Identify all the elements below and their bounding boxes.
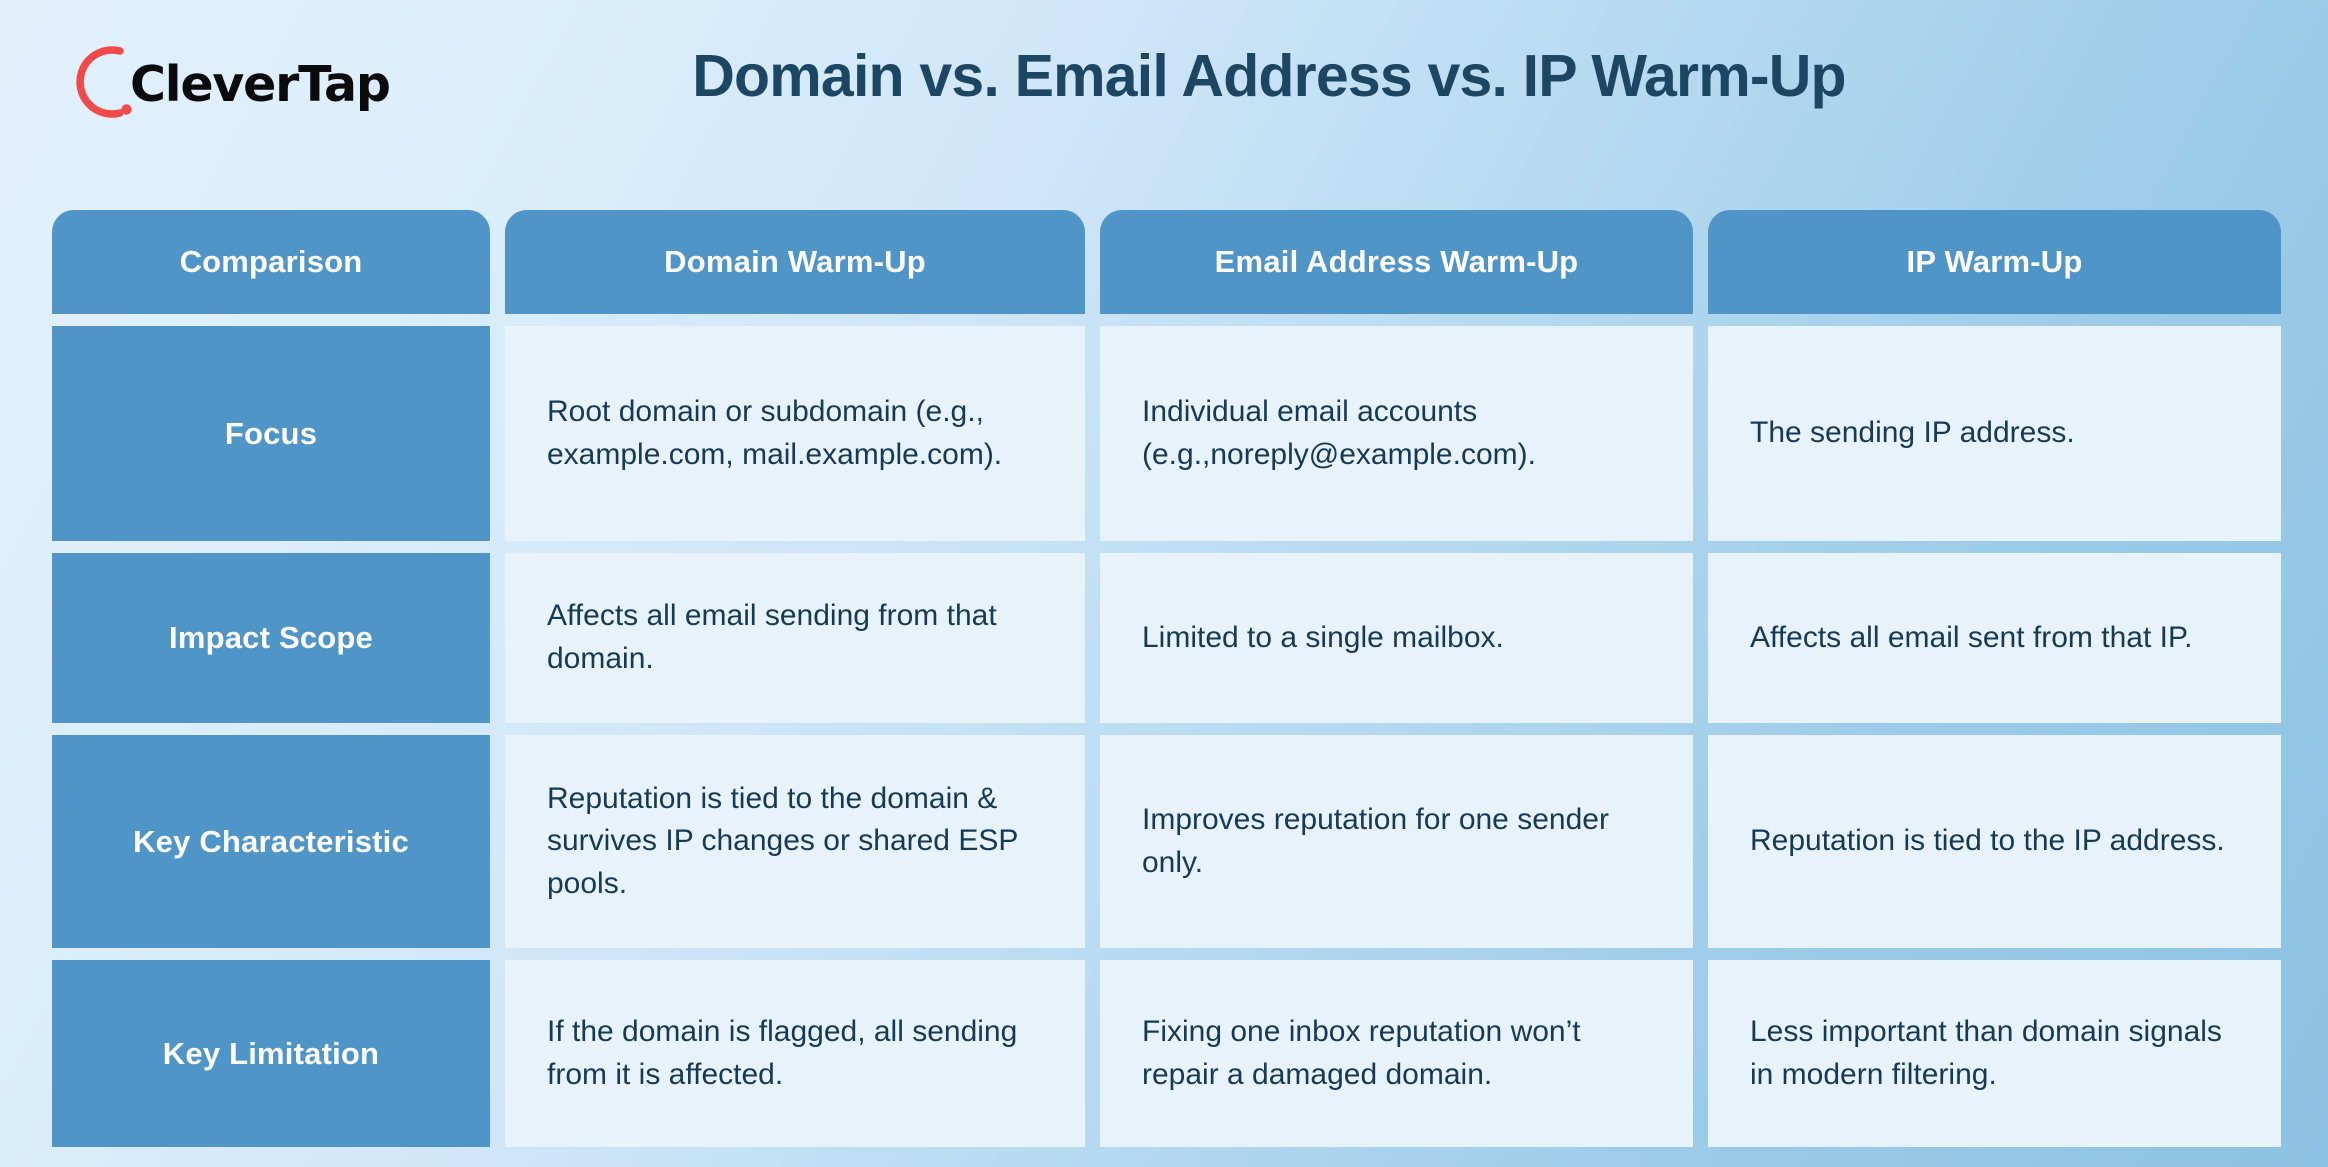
row-label-key-characteristic: Key Characteristic [52,735,490,948]
row-label-text: Key Limitation [162,1035,380,1071]
cell-key-characteristic-email: Improves reputation for one sender only. [1100,735,1693,948]
cell-text: Affects all email sending from that doma… [547,599,997,675]
cell-text: If the domain is flagged, all sending fr… [547,1014,1018,1091]
cell-impact-scope-email: Limited to a single mailbox. [1100,553,1693,723]
cell-text: Fixing one inbox reputation won’t repair… [1142,1014,1581,1091]
page-title: Domain vs. Email Address vs. IP Warm-Up [692,43,1846,109]
cell-impact-scope-ip: Affects all email sent from that IP. [1708,553,2281,723]
cell-key-characteristic-domain: Reputation is tied to the domain & survi… [505,735,1085,948]
row-label-key-limitation: Key Limitation [52,960,490,1147]
column-header-email-address-warmup: Email Address Warm-Up [1100,210,1693,314]
clevertap-arc-logo-icon [58,39,144,125]
comparison-table: Comparison Domain Warm-Up Email Address … [52,210,2281,1147]
cell-text: Less important than domain signals in mo… [1750,1014,2222,1091]
column-header-label: Domain Warm-Up [664,244,926,280]
cell-text: Affects all email sent from that IP. [1750,620,2193,654]
column-header-comparison: Comparison [52,210,490,314]
cell-text: Individual email accounts (e.g.,noreply@… [1142,394,1536,471]
cell-text: Root domain or subdomain (e.g., example.… [547,394,1003,471]
cell-text: The sending IP address. [1750,416,2075,450]
cell-focus-ip: The sending IP address. [1708,326,2281,541]
cell-focus-domain: Root domain or subdomain (e.g., example.… [505,326,1085,541]
cell-key-characteristic-ip: Reputation is tied to the IP address. [1708,735,2281,948]
brand-wordmark: CleverTap [130,55,391,113]
header-bar: CleverTap Domain vs. Email Address vs. I… [0,0,2328,160]
cell-text: Improves reputation for one sender only. [1142,802,1609,879]
column-header-domain-warmup: Domain Warm-Up [505,210,1085,314]
row-label-focus: Focus [52,326,490,541]
cell-key-limitation-ip: Less important than domain signals in mo… [1708,960,2281,1147]
cell-text: Limited to a single mailbox. [1142,620,1504,654]
row-label-text: Focus [224,415,318,451]
row-label-text: Impact Scope [169,620,373,656]
cell-key-limitation-email: Fixing one inbox reputation won’t repair… [1100,960,1693,1147]
column-header-label: IP Warm-Up [1906,244,2083,280]
cell-text: Reputation is tied to the domain & survi… [547,781,1018,900]
column-header-label: Email Address Warm-Up [1214,244,1579,280]
row-label-text: Key Characteristic [133,823,409,859]
row-label-impact-scope: Impact Scope [52,553,490,723]
cell-focus-email: Individual email accounts (e.g.,noreply@… [1100,326,1693,541]
cell-key-limitation-domain: If the domain is flagged, all sending fr… [505,960,1085,1147]
brand-logo: CleverTap [58,36,391,128]
column-header-ip-warmup: IP Warm-Up [1708,210,2281,314]
cell-text: Reputation is tied to the IP address. [1750,824,2225,858]
cell-impact-scope-domain: Affects all email sending from that doma… [505,553,1085,723]
column-header-label: Comparison [179,244,363,280]
